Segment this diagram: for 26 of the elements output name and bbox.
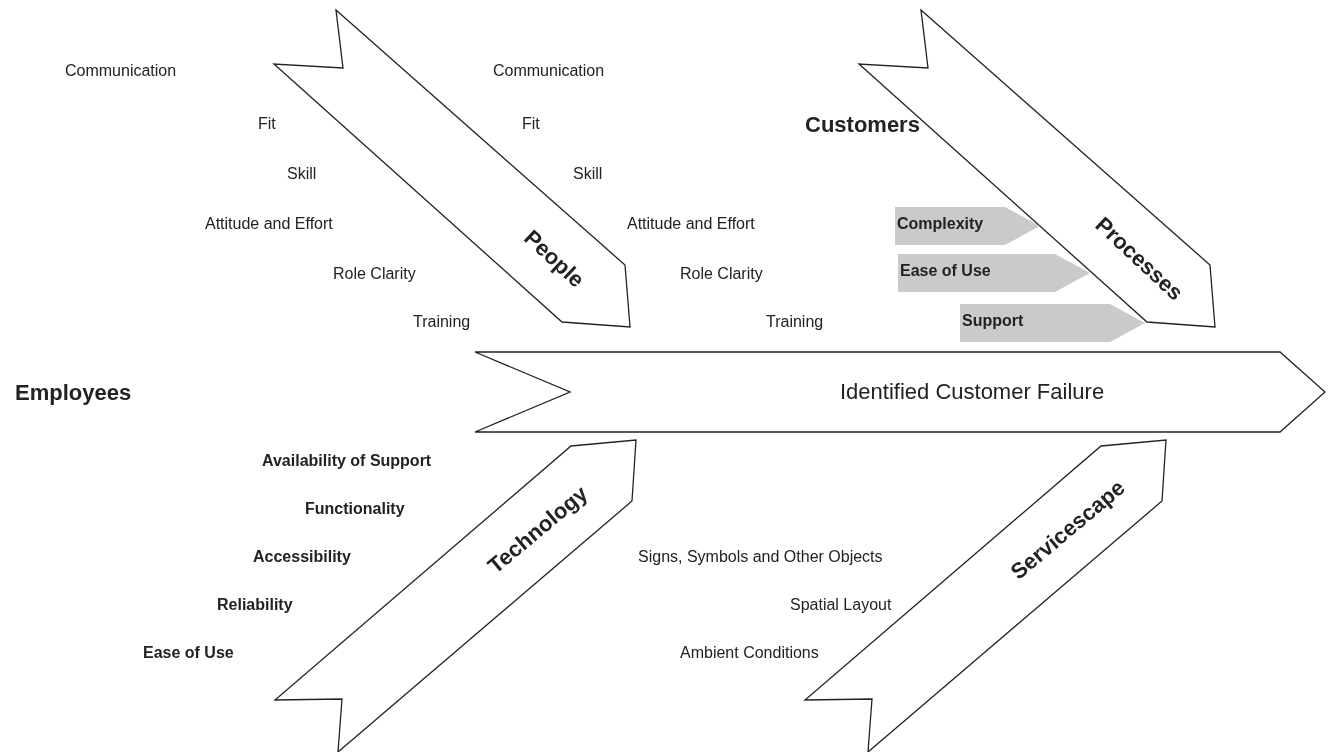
cause-label: Communication [493, 62, 605, 80]
group-heading: Employees [15, 380, 132, 406]
cause-label: Training [413, 313, 471, 331]
cause-label: Role Clarity [333, 265, 416, 283]
cause-label: Support [962, 312, 1024, 330]
cause-label: Complexity [897, 215, 984, 233]
cause-label: Communication [65, 62, 177, 80]
cause-label: Attitude and Effort [205, 215, 333, 233]
problem-label: Identified Customer Failure [840, 379, 1105, 405]
cause-label: Role Clarity [680, 265, 763, 283]
cause-label: Fit [522, 115, 540, 133]
cause-label: Skill [287, 165, 317, 183]
cause-label: Functionality [305, 500, 405, 518]
cause-label: Accessibility [253, 548, 351, 566]
cause-label: Reliability [217, 596, 293, 614]
group-heading: Customers [805, 112, 920, 138]
cause-label: Signs, Symbols and Other Objects [638, 548, 883, 566]
cause-label: Ease of Use [900, 262, 991, 280]
cause-label: Training [766, 313, 824, 331]
cause-label: Fit [258, 115, 276, 133]
cause-label: Spatial Layout [790, 596, 892, 614]
cause-label: Skill [573, 165, 603, 183]
cause-label: Availability of Support [262, 452, 432, 470]
cause-label: Ambient Conditions [680, 644, 819, 662]
cause-label: Ease of Use [143, 644, 234, 662]
cause-label: Attitude and Effort [627, 215, 755, 233]
